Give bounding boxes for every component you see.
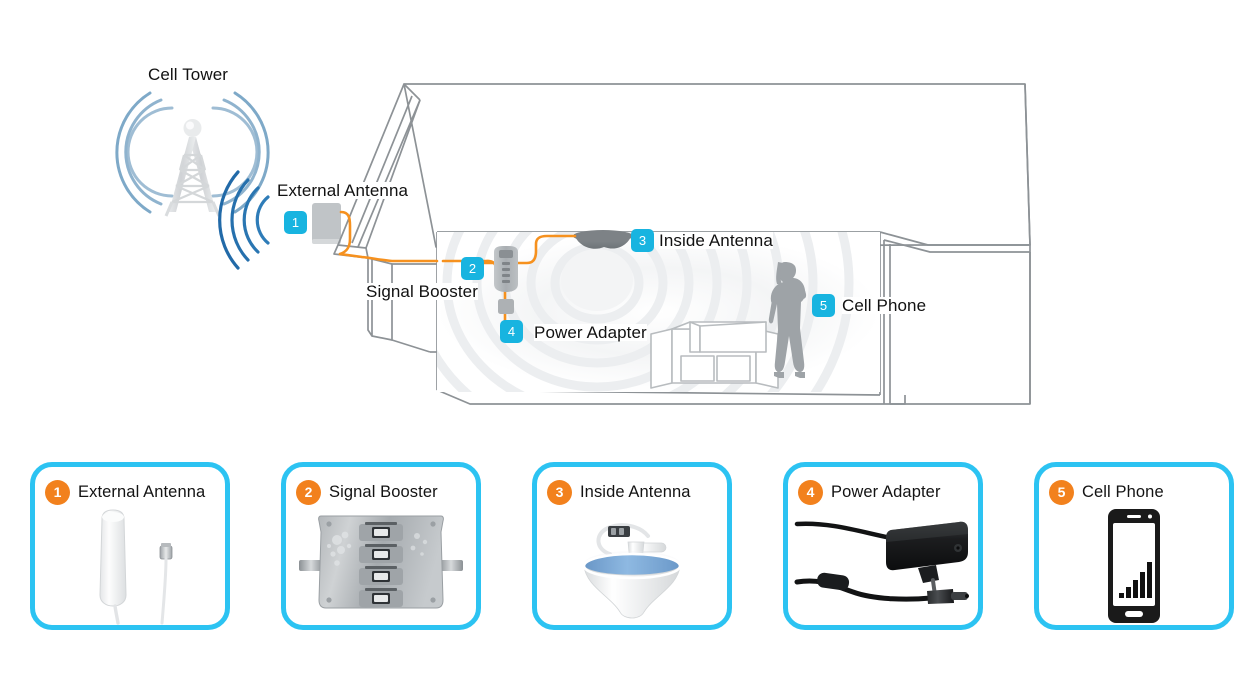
house-installation-diagram: Cell Tower External Antenna Signal Boost… xyxy=(115,65,1031,405)
signal-strength-bars xyxy=(1119,562,1152,598)
cell-phone-product-image xyxy=(1039,505,1229,627)
card-cell-phone[interactable]: 5 Cell Phone xyxy=(1034,462,1234,630)
diagram-badge-3: 3 xyxy=(631,229,654,252)
card-signal-booster[interactable]: 2 Signal Booster xyxy=(281,462,481,630)
person-with-phone-silhouette xyxy=(768,262,807,378)
inside-antenna-dome-icon xyxy=(573,230,633,249)
card-title-cell-phone: Cell Phone xyxy=(1082,482,1164,501)
card-inside-antenna[interactable]: 3 Inside Antenna xyxy=(532,462,732,630)
label-external-antenna: External Antenna xyxy=(277,181,409,200)
diagram-badge-5: 5 xyxy=(812,294,835,317)
inside-antenna-product-image xyxy=(537,505,727,627)
component-card-row: 1 External Antenna xyxy=(0,462,1255,648)
label-signal-booster: Signal Booster xyxy=(366,282,478,301)
card-badge-3: 3 xyxy=(547,479,572,505)
power-adapter-icon xyxy=(498,299,514,314)
card-title-inside-antenna: Inside Antenna xyxy=(580,482,691,501)
tower-to-antenna-signal-waves xyxy=(218,170,270,270)
external-antenna-product-image xyxy=(35,505,225,627)
card-title-power-adapter: Power Adapter xyxy=(831,482,941,501)
diagram-badge-4: 4 xyxy=(500,320,523,343)
diagram-badge-2: 2 xyxy=(461,257,484,280)
label-cell-phone: Cell Phone xyxy=(842,296,927,315)
signal-booster-product-image xyxy=(286,505,476,627)
diagram-badge-1: 1 xyxy=(284,211,307,234)
card-header: 1 External Antenna xyxy=(45,477,219,507)
cell-tower-icon xyxy=(115,91,270,217)
external-antenna-unit xyxy=(312,203,341,244)
card-power-adapter[interactable]: 4 Power Adapter xyxy=(783,462,983,630)
card-header: 5 Cell Phone xyxy=(1049,477,1223,507)
card-title-signal-booster: Signal Booster xyxy=(329,482,438,501)
card-badge-1: 1 xyxy=(45,479,70,505)
card-badge-5: 5 xyxy=(1049,479,1074,505)
card-header: 3 Inside Antenna xyxy=(547,477,721,507)
card-header: 2 Signal Booster xyxy=(296,477,470,507)
card-badge-4: 4 xyxy=(798,479,823,505)
card-header: 4 Power Adapter xyxy=(798,477,972,507)
power-adapter-product-image xyxy=(788,505,978,627)
label-power-adapter: Power Adapter xyxy=(534,323,647,342)
signal-booster-device-icon xyxy=(494,246,518,292)
card-title-external-antenna: External Antenna xyxy=(78,482,206,501)
card-badge-2: 2 xyxy=(296,479,321,505)
sofa-icon xyxy=(650,321,779,389)
card-external-antenna[interactable]: 1 External Antenna xyxy=(30,462,230,630)
label-inside-antenna: Inside Antenna xyxy=(659,231,773,250)
label-cell-tower: Cell Tower xyxy=(148,65,229,84)
